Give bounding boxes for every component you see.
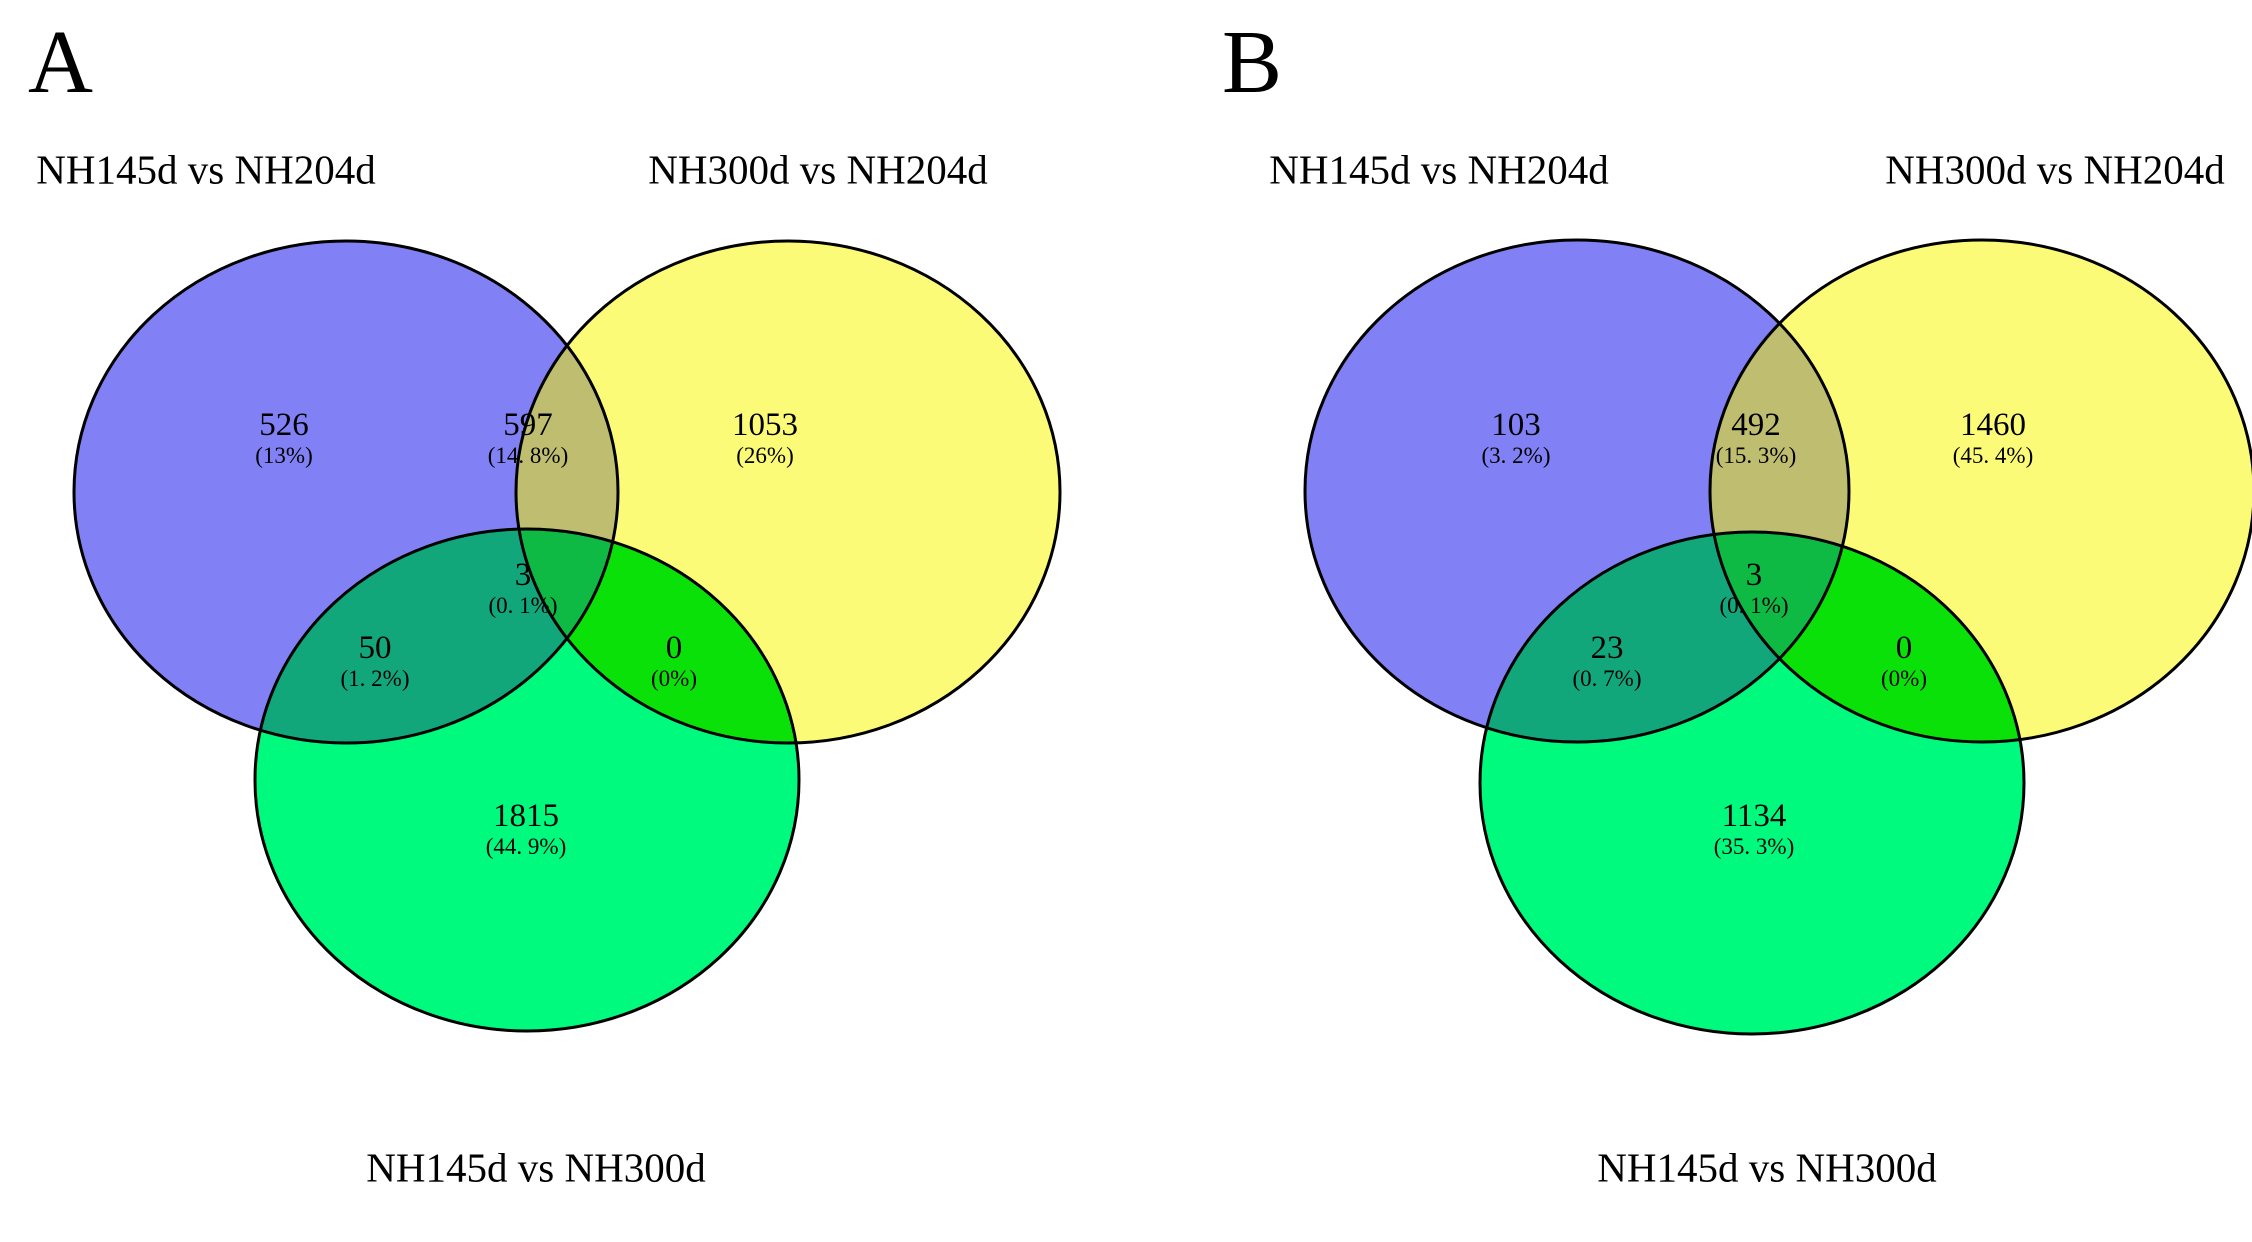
region-percent: (44. 9%) [485, 834, 567, 859]
region-count: 103 [1491, 407, 1541, 443]
panel-a-region-set1-set3: 50 (1. 2%) [341, 630, 410, 692]
region-percent: (0%) [651, 666, 697, 691]
panel-b-region-set1-set2: 492 (15. 3%) [1716, 407, 1796, 469]
panel-b-set2-label: NH300d vs NH204d [1885, 146, 2225, 193]
panel-a-set3-label: NH145d vs NH300d [366, 1144, 706, 1191]
panel-b-region-set2-only: 1460 (45. 4%) [1953, 407, 2033, 469]
region-count: 492 [1731, 407, 1781, 443]
region-count: 3 [1745, 557, 1763, 593]
region-count: 23 [1590, 630, 1624, 666]
panel-b-outline-set2 [1708, 238, 2252, 744]
region-percent: (14. 8%) [487, 443, 569, 468]
panel-a-set2-label: NH300d vs NH204d [648, 146, 988, 193]
panel-b-region-all: 3 (0. 1%) [1720, 557, 1789, 619]
region-count: 50 [358, 630, 392, 666]
panel-b-region-set3-only: 1134 (35. 3%) [1714, 798, 1794, 860]
panel-a-region-all: 3 (0. 1%) [489, 557, 558, 619]
region-percent: (13%) [255, 443, 313, 468]
panel-a-region-set2-only: 1053 (26%) [732, 407, 798, 469]
panel-b-outline-set3 [1478, 530, 2026, 1036]
panel-a-outline-set3 [253, 527, 801, 1033]
region-count: 3 [514, 557, 532, 593]
panel-a-region-set2-set3: 0 (0%) [651, 630, 697, 692]
region-percent: (0. 1%) [488, 593, 558, 618]
region-percent: (0. 7%) [1572, 666, 1642, 691]
region-count: 0 [1895, 630, 1913, 666]
region-percent: (3. 2%) [1481, 443, 1551, 468]
panel-a-outline-set2 [514, 239, 1062, 745]
panel-a-outline-set1 [72, 239, 620, 745]
region-percent: (0%) [1881, 666, 1927, 691]
region-percent: (26%) [736, 443, 794, 468]
panel-a-set1-label: NH145d vs NH204d [36, 146, 376, 193]
region-percent: (1. 2%) [340, 666, 410, 691]
region-percent: (45. 4%) [1952, 443, 2034, 468]
panel-a-region-set1-only: 526 (13%) [255, 407, 312, 469]
panel-a-region-set1-set2: 597 (14. 8%) [488, 407, 568, 469]
panel-a-letter: A [28, 13, 93, 112]
region-count: 1134 [1721, 798, 1787, 834]
panel-a-overlap-set2-set3 [516, 529, 799, 743]
region-count: 526 [259, 407, 309, 443]
region-count: 1053 [732, 407, 798, 443]
region-percent: (15. 3%) [1715, 443, 1797, 468]
panel-b-region-set1-only: 103 (3. 2%) [1482, 407, 1551, 469]
panel-b-overlap-set2-set3 [1710, 532, 2024, 742]
region-count: 1460 [1959, 407, 2026, 443]
panel-b-outline-set1 [1303, 238, 1851, 744]
panel-b-region-set1-set3: 23 (0. 7%) [1573, 630, 1642, 692]
panel-b-overlap-set1-set3 [1480, 532, 1849, 742]
region-count: 1815 [492, 798, 559, 834]
panel-a-overlap-set1-set3 [255, 529, 618, 743]
panel-b-set1-label: NH145d vs NH204d [1269, 146, 1609, 193]
region-percent: (0. 1%) [1719, 593, 1789, 618]
panel-b-region-set2-set3: 0 (0%) [1881, 630, 1927, 692]
panel-a-region-set3-only: 1815 (44. 9%) [486, 798, 566, 860]
panel-b-set3-label: NH145d vs NH300d [1597, 1144, 1937, 1191]
region-count: 597 [503, 407, 553, 443]
panel-b-letter: B [1222, 13, 1283, 112]
region-percent: (35. 3%) [1713, 834, 1795, 859]
region-count: 0 [665, 630, 683, 666]
